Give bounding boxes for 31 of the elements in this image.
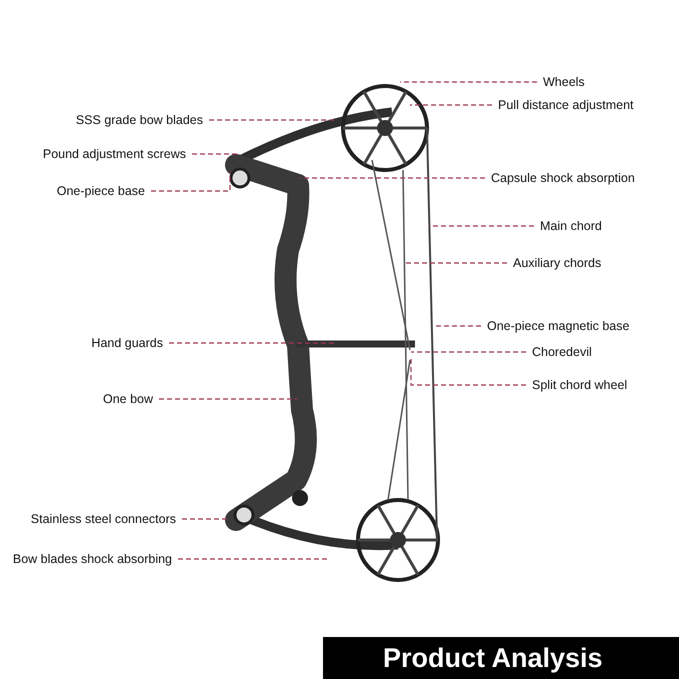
leader-line: [300, 177, 485, 179]
leader-line: [410, 104, 492, 106]
leader-line: [159, 398, 297, 400]
leader-line: [404, 262, 507, 264]
part-label: Stainless steel connectors: [30, 511, 176, 527]
part-label: Bow blades shock absorbing: [12, 551, 172, 567]
leader-line: [209, 119, 336, 121]
part-label: Hand guards: [91, 335, 163, 351]
part-label: Pull distance adjustment: [498, 97, 634, 113]
part-label: One bow: [102, 391, 153, 407]
part-label: SSS grade bow blades: [76, 112, 203, 128]
leader-line: [151, 172, 231, 192]
title-banner: Product Analysis: [323, 637, 679, 679]
part-label: One-piece magnetic base: [487, 318, 630, 334]
part-label: Capsule shock absorption: [491, 170, 635, 186]
part-label: Auxiliary chords: [513, 255, 602, 271]
part-label: Split chord wheel: [532, 377, 628, 393]
leader-line: [429, 225, 534, 227]
leader-line: [182, 518, 229, 520]
part-label: One-piece base: [56, 183, 145, 199]
part-label: Main chord: [540, 218, 602, 234]
leader-line: [169, 342, 336, 344]
leader-line: [433, 325, 481, 327]
part-label: Choredevil: [532, 344, 592, 360]
leader-line: [411, 351, 526, 353]
part-label: Pound adjustment screws: [42, 146, 186, 162]
leader-line: [178, 558, 330, 560]
leader-line: [192, 153, 237, 155]
leader-line: [400, 81, 537, 83]
leader-line: [410, 357, 526, 386]
part-label: Wheels: [543, 74, 585, 90]
